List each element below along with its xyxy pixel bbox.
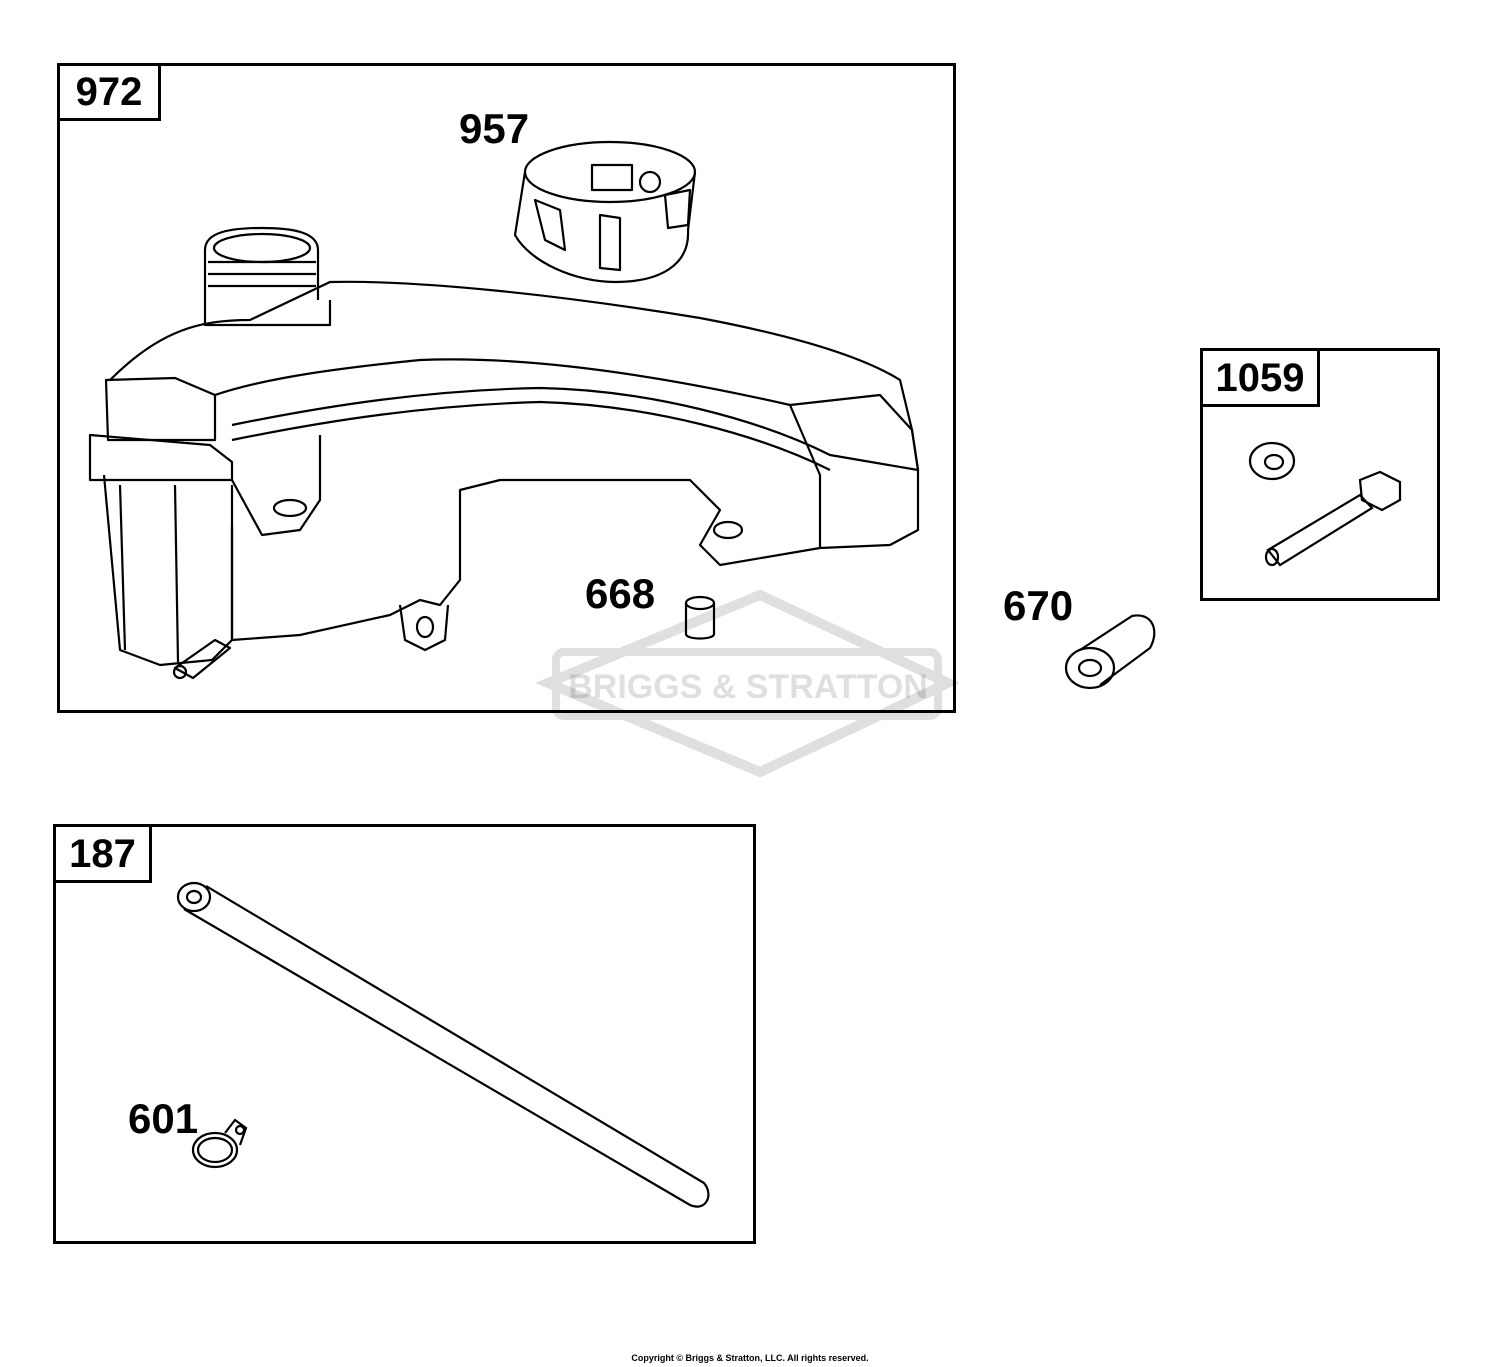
large-spacer-callout: 670: [1003, 582, 1074, 629]
fuel-line-kit-number: 187: [56, 827, 152, 883]
large-spacer-drawing: [1064, 614, 1156, 690]
fuel-cap-drawing: [513, 140, 697, 284]
hardware-kit-box: 1059: [1200, 348, 1440, 601]
briggs-stratton-watermark: [535, 589, 960, 778]
hose-clamp-drawing: [191, 1118, 248, 1169]
small-spacer-callout: 668: [585, 570, 656, 617]
fuel-line-kit-box: 187: [53, 824, 756, 1244]
copyright-footer: Copyright © Briggs & Stratton, LLC. All …: [631, 1353, 869, 1363]
fuel-tank-kit-number: 972: [60, 66, 161, 121]
small-spacer-drawing: [684, 595, 716, 640]
washer-bolt-drawing: [1248, 441, 1402, 567]
hardware-kit-number: 1059: [1203, 351, 1320, 407]
watermark-text: BRIGGS & STRATTON: [568, 668, 928, 706]
fuel-hose-drawing: [176, 881, 710, 1208]
fuel-tank-drawing: [88, 226, 920, 680]
hose-clamp-callout: 601: [128, 1095, 199, 1142]
fuel-tank-kit-box: 972: [57, 63, 956, 713]
fuel-cap-callout: 957: [459, 105, 530, 152]
